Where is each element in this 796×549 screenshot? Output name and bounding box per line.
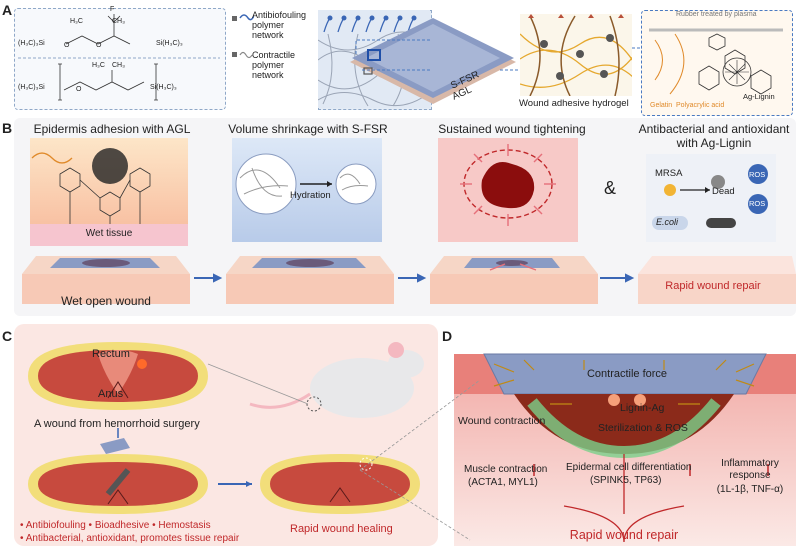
chem1-o2: O <box>96 42 102 49</box>
panel-c: C Rectum Anus A wound from hemorrhoid su… <box>0 322 440 549</box>
step3-title: Sustained wound tightening <box>438 122 586 136</box>
chem1-left: (H₃C)₃Si <box>18 40 45 47</box>
adhesive-hydrogel-illustration <box>520 14 632 96</box>
panel-a-label: A <box>2 2 13 18</box>
dead-label: Dead <box>712 186 735 197</box>
chem2-ch3: H₃C <box>92 62 105 69</box>
ecoli-label: E.coli <box>656 217 679 227</box>
panel-d: D Contractile force Lignin-Ag Sterilizat… <box>440 322 796 549</box>
chem1-o1: O <box>64 42 70 49</box>
panel-d-illustration <box>454 353 796 546</box>
rectum-label: Rectum <box>92 348 130 360</box>
benefits-line1: • Antibiofouling • Bioadhesive • Hemosta… <box>20 520 211 531</box>
inflammatory-label: Inflammatory response <box>721 458 779 481</box>
panel-c-illustration <box>28 342 424 514</box>
inflammatory-genes-label: (1L-1β, TNF-α) <box>716 484 784 495</box>
ros-label-1: ROS <box>749 170 766 179</box>
step4-inset <box>646 154 776 242</box>
lignin-ag-label: Lignin-Ag <box>620 402 665 414</box>
chem-structures <box>18 14 220 101</box>
chem2-o: O <box>76 86 82 93</box>
panel-a: A (H₃C)₃Si H₃C CH₃ F O O Si(H₃C)₃ (H₃C)₃… <box>0 0 796 118</box>
anus-label: Anus <box>98 388 124 400</box>
chem2-right: Si(H₃C)₃ <box>150 84 177 91</box>
panel-b: B Epidermis adhesion with AGL Volume shr… <box>0 118 796 318</box>
epidermal-genes-label: (SPINK5, TP63) <box>590 475 662 486</box>
aglignin-label: Ag-Lignin <box>743 92 775 101</box>
legend-icons <box>232 14 254 59</box>
step1-title: Epidermis adhesion with AGL <box>33 122 191 136</box>
panel-c-label: C <box>2 328 13 344</box>
legend-antibiofouling: Antibiofouling polymer network <box>252 10 307 40</box>
wound-slabs <box>22 256 796 304</box>
gelatin-label: Gelatin <box>650 102 673 109</box>
contractile-force-label: Contractile force <box>586 368 668 380</box>
aglignin-structure <box>649 28 783 95</box>
surgery-label: A wound from hemorrhoid surgery <box>34 418 200 430</box>
benefits-line2: • Antibacterial, antioxidant, promotes t… <box>20 533 240 544</box>
polyacrylic-label: Polyacrylic acid <box>676 102 725 109</box>
muscle-contraction-label: Muscle contraction <box>464 464 548 475</box>
wet-tissue-label: Wet tissue <box>85 228 133 239</box>
chem2-left: (H₃C)₃Si <box>18 84 45 91</box>
panel-b-label: B <box>2 120 13 136</box>
wet-open-wound-label: Wet open wound <box>61 294 151 308</box>
mrsa-label: MRSA <box>655 168 683 179</box>
ros-label-2: ROS <box>749 199 766 208</box>
muscle-genes-label: (ACTA1, MYL1) <box>468 477 538 488</box>
chem2-ch3b: CH₃ <box>112 62 125 69</box>
molecular-zoom-box <box>641 10 793 116</box>
panel-a-connectors <box>355 39 641 71</box>
sterilization-label: Sterilization & ROS <box>598 422 688 434</box>
rapid-healing-label: Rapid wound healing <box>290 523 393 535</box>
chem-structure-box <box>14 8 226 110</box>
hydration-label: Hydration <box>290 190 331 201</box>
chem1-ch3a: H₃C <box>70 18 83 25</box>
legend-contractile: Contractile polymer network <box>252 50 296 80</box>
rapid-repair-label-b: Rapid wound repair <box>665 280 761 292</box>
chem1-cf3: F <box>110 6 115 13</box>
rapid-repair-label-d: Rapid wound repair <box>569 528 679 542</box>
step1-inset <box>30 138 188 246</box>
step3-inset <box>438 138 578 242</box>
chem1-right: Si(H₃C)₃ <box>156 40 183 47</box>
wound-contraction-label: Wound contraction <box>458 415 546 427</box>
epidermal-label: Epidermal cell differentiation <box>566 462 692 473</box>
wound-adhesive-label: Wound adhesive hydrogel <box>519 98 629 109</box>
ampersand: & <box>604 178 617 198</box>
rubber-label: Rubber treated by plasma <box>676 11 757 18</box>
step2-title: Volume shrinkage with S-FSR <box>228 122 388 136</box>
chem1-ch3b: CH₃ <box>112 18 125 25</box>
panel-d-label: D <box>442 328 453 344</box>
hydrogel-patch <box>350 18 516 104</box>
step2-inset <box>232 138 382 242</box>
step4-title: Antibacterial and antioxidant with Ag-Li… <box>638 122 790 150</box>
